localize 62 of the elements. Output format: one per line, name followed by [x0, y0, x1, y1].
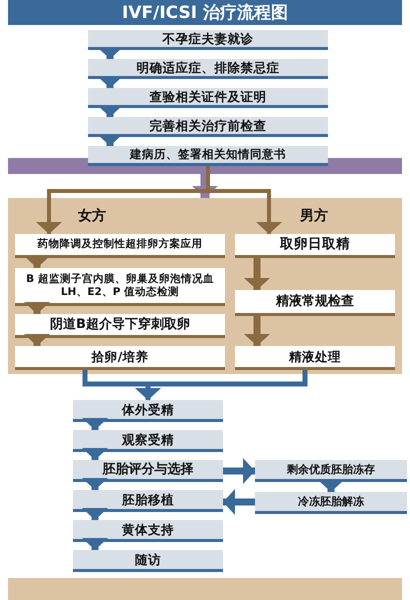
arrow [82, 478, 108, 490]
process-step [88, 30, 328, 50]
step-text: 完善相关治疗前检查 [148, 118, 268, 133]
arrow [97, 105, 123, 117]
arrow [97, 76, 123, 88]
arrow [24, 302, 50, 314]
step-text: 观察受精 [120, 432, 175, 447]
step-text: 精液常规检查 [274, 294, 355, 310]
step-text: 查验相关证件及证明 [148, 89, 268, 104]
process-step [88, 117, 328, 137]
column-heading: 男方 [300, 208, 328, 225]
arrow [24, 256, 50, 268]
process-step [73, 520, 223, 542]
step-text: 阴道B超介导下穿刺取卵 [49, 316, 191, 332]
process-step [255, 460, 407, 482]
process-step [235, 234, 395, 258]
step-text: B 超监测子宫内膜、卵巢及卵泡情况血 LH、E2、P 值动态检测 [25, 272, 215, 298]
process-step [255, 492, 407, 514]
process-step [235, 346, 395, 370]
step-text: 取卵日取精 [278, 236, 351, 253]
process-step [88, 59, 328, 79]
step-text: 胚胎评分与选择 [101, 462, 194, 478]
arrow [82, 448, 108, 460]
process-step [15, 234, 225, 258]
column-heading: 女方 [78, 208, 106, 225]
arrow [82, 418, 108, 430]
process-step [15, 314, 225, 338]
process-step [73, 400, 223, 422]
process-step [88, 146, 328, 166]
process-step [88, 88, 328, 108]
arrow [97, 47, 123, 59]
arrow [244, 316, 270, 346]
step-text: 药物降调及控制性超排卵方案应用 [36, 238, 204, 251]
step-text: 拾卵/培养 [90, 349, 150, 364]
arrow [223, 489, 255, 515]
step-text: 体外受精 [120, 402, 175, 417]
step-text: 剩余优质胚胎冻存 [286, 462, 376, 476]
step-text: 黄体支持 [121, 522, 175, 537]
step-text: 不孕症夫妻就诊 [161, 31, 254, 46]
step-text: 冷冻胚胎解冻 [297, 494, 365, 508]
process-step [73, 460, 223, 482]
process-step [73, 430, 223, 452]
step-text: 建病历、签署相关知情同意书 [128, 148, 287, 162]
step-text: 精液处理 [288, 349, 342, 364]
process-step [73, 490, 223, 512]
arrow [318, 480, 344, 492]
process-step [15, 268, 225, 306]
arrow [97, 134, 123, 146]
panel-background [8, 198, 402, 374]
process-step [15, 346, 225, 370]
arrow [223, 458, 255, 484]
title-banner: IVF/ICSI 治疗流程图 [8, 0, 402, 25]
arrow [82, 508, 108, 520]
process-step [235, 290, 395, 316]
arrow [24, 334, 50, 346]
step-text: 胚胎移植 [120, 492, 175, 507]
arrow [135, 370, 308, 400]
step-text: 明确适应症、排除禁忌症 [136, 60, 280, 75]
step-text: 随访 [134, 552, 162, 567]
arrow [244, 258, 270, 290]
arrow [82, 538, 108, 550]
process-step [73, 550, 223, 572]
